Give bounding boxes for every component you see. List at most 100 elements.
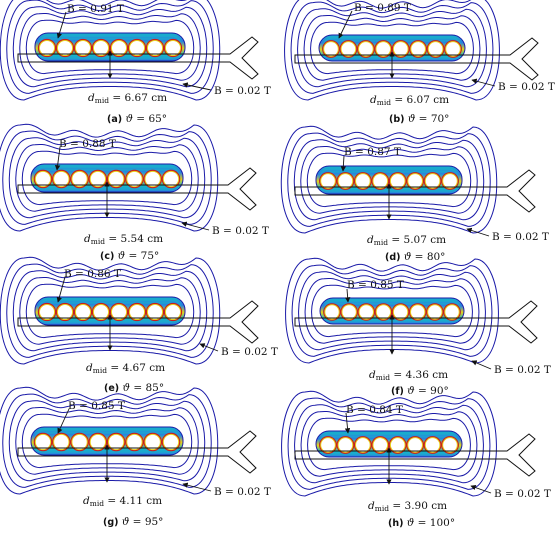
conductor-circle	[162, 170, 180, 188]
contour-line	[298, 271, 486, 351]
contour-line	[300, 146, 478, 214]
d-mid-label: dmid = 4.36 cm	[369, 369, 449, 382]
conductor-circle	[389, 173, 406, 189]
inner-contour	[319, 433, 459, 455]
b-max-arrow	[344, 288, 351, 303]
conductor-circle	[34, 170, 52, 188]
conductor-circle	[110, 39, 128, 57]
conductor-circle	[146, 39, 164, 57]
conductor-circle	[442, 437, 458, 453]
contour-line	[300, 411, 478, 477]
plate-and-y-joint	[294, 433, 536, 477]
conductor-circle	[146, 303, 164, 321]
conductor-circle	[164, 303, 182, 321]
b-min-label: B = 0.02 T	[214, 85, 271, 97]
field-contours	[284, 0, 500, 101]
conductor-circle	[407, 173, 423, 189]
contour-line	[2, 393, 212, 488]
panel-b: B = 0.89 T B = 0.02 T dmid = 6.07 cm (b)…	[275, 0, 555, 133]
contour-line	[0, 123, 219, 232]
plate-and-y-joint	[17, 430, 257, 474]
d-mid-label: dmid = 4.67 cm	[86, 362, 166, 375]
conductor-circle	[38, 39, 56, 57]
b-min-arrow	[471, 360, 492, 370]
conductor-circle	[128, 303, 146, 321]
conductor-circle	[38, 303, 56, 321]
b-min-label: B = 0.02 T	[212, 225, 269, 237]
contour-line	[287, 132, 491, 227]
b-max-arrow	[54, 146, 61, 171]
plate-and-y-joint	[17, 167, 257, 211]
conductor-circle	[71, 433, 88, 451]
conductor-circle	[389, 437, 406, 453]
contour-line	[0, 0, 221, 101]
b-max-arrow	[57, 408, 70, 434]
d-mid-label: dmid = 6.67 cm	[88, 92, 168, 105]
conductor-circle	[92, 39, 110, 57]
panel-g: B = 0.85 T B = 0.02 T dmid = 4.11 cm (g)…	[0, 386, 275, 532]
panel-d: B = 0.87 T B = 0.02 T dmid = 5.07 cm (d)…	[275, 125, 550, 266]
conductor-circle	[89, 433, 107, 451]
b-min-label: B = 0.02 T	[214, 486, 271, 498]
conductor-circle	[337, 437, 354, 453]
field-plot-d	[280, 125, 536, 237]
b-max-arrow	[56, 276, 66, 303]
plate-and-y-joint	[17, 300, 259, 344]
conductor-circle	[392, 41, 409, 57]
b-max-label: B = 0.84 T	[346, 404, 403, 416]
d-mid-label: dmid = 6.07 cm	[370, 94, 450, 107]
b-min-label: B = 0.02 T	[494, 488, 551, 500]
conductor-circle	[92, 303, 110, 321]
b-min-arrow	[182, 482, 212, 492]
field-contours	[0, 386, 219, 495]
panel-h: B = 0.84 T B = 0.02 T dmid = 3.90 cm (h)…	[275, 390, 551, 532]
conductor-row	[319, 172, 459, 190]
conductor-circle	[56, 303, 74, 321]
panel-caption: (c) ϑ = 75°	[100, 250, 160, 262]
contour-line	[8, 400, 206, 482]
inner-contour	[38, 299, 182, 323]
conductor-circle	[372, 437, 389, 453]
b-max-label: B = 0.86 T	[64, 268, 121, 280]
conductor-circle	[341, 304, 357, 320]
conductor-circle	[375, 41, 392, 57]
conductor-circle	[144, 433, 161, 451]
conductor-circle	[107, 433, 125, 451]
panel-caption: (g) ϑ = 95°	[103, 516, 164, 528]
contour-line	[15, 407, 199, 475]
panel-caption: (d) ϑ = 80°	[385, 251, 446, 263]
b-min-arrow	[181, 221, 210, 231]
conductor-circle	[320, 437, 336, 453]
conductor-circle	[162, 433, 180, 451]
conductor-circle	[110, 303, 128, 321]
conductor-circle	[410, 41, 426, 57]
conductor-circle	[372, 173, 389, 189]
field-plot-h	[281, 390, 536, 497]
conductor-circle	[164, 39, 182, 57]
contour-line	[19, 13, 201, 81]
conductor-row	[37, 302, 183, 322]
conductor-circle	[128, 39, 146, 57]
conductor-circle	[355, 173, 371, 189]
b-min-label: B = 0.02 T	[498, 81, 555, 93]
field-plot-g	[0, 386, 257, 495]
panel-caption: (a) ϑ = 65°	[107, 113, 168, 125]
panel-caption: (e) ϑ = 85°	[104, 382, 165, 394]
b-min-arrow	[182, 82, 212, 91]
conductor-circle	[56, 39, 74, 57]
b-min-label: B = 0.02 T	[492, 231, 549, 243]
contour-line	[291, 264, 493, 357]
contour-line	[21, 413, 193, 469]
contour-line	[25, 283, 195, 339]
b-max-arrow	[340, 155, 347, 172]
contour-line	[0, 256, 221, 365]
contour-line	[297, 8, 487, 88]
contour-line	[12, 270, 208, 352]
inner-contour	[319, 168, 459, 192]
inner-contour	[34, 429, 180, 453]
b-min-arrow	[466, 227, 490, 237]
conductor-circle	[323, 41, 339, 57]
conductor-circle	[320, 173, 336, 189]
plate-and-y-joint	[294, 169, 536, 213]
conductor-circle	[337, 173, 354, 189]
